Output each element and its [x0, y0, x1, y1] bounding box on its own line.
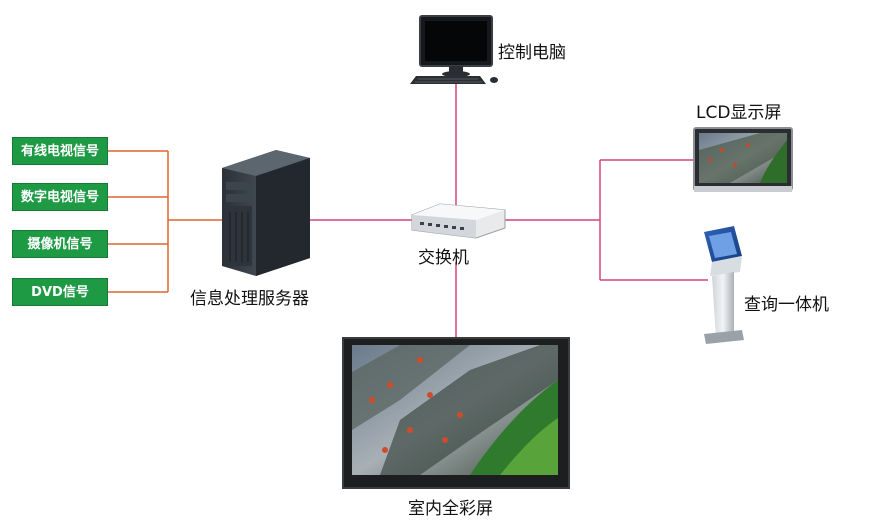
- control-pc-icon: [410, 15, 498, 84]
- label-led-screen: 室内全彩屏: [408, 499, 493, 519]
- server-tower-icon: [222, 150, 310, 276]
- lcd-display-icon: [693, 127, 793, 192]
- signal-connector-lines: [108, 150, 222, 293]
- network-lines: [310, 84, 708, 338]
- label-server: 信息处理服务器: [190, 289, 309, 309]
- led-screen-icon: [342, 337, 570, 489]
- label-kiosk: 查询一体机: [744, 295, 829, 315]
- signal-box-digital-tv: 数字电视信号: [12, 183, 108, 211]
- signal-box-camera: 摄像机信号: [12, 230, 108, 258]
- label-lcd: LCD显示屏: [696, 103, 782, 123]
- switch-icon: [411, 203, 506, 239]
- label-control-pc: 控制电脑: [498, 43, 566, 63]
- signal-box-dvd: DVD信号: [12, 278, 108, 306]
- signal-box-cable-tv: 有线电视信号: [12, 137, 108, 165]
- kiosk-icon: [704, 226, 744, 344]
- label-switch: 交换机: [418, 248, 469, 268]
